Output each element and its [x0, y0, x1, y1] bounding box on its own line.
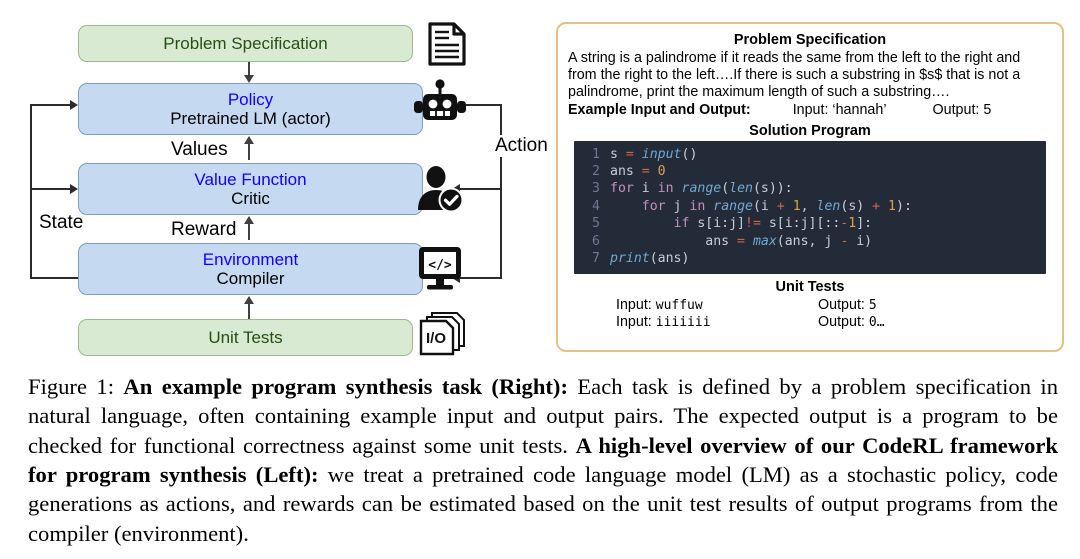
code-line-number: 6 — [592, 233, 600, 249]
problem-specification-heading: Problem Specification — [733, 32, 887, 48]
code-line-content: print(ans) — [610, 251, 690, 267]
unit-tests-heading: Unit Tests — [775, 278, 845, 295]
problem-specification-body: A string is a palindrome if it reads the… — [568, 50, 1021, 100]
edge-unittests-to-env-arrowhead — [244, 296, 254, 304]
edge-unittests-to-env-line — [248, 303, 250, 319]
example-input-output-row: Example Input and Output: Input: ‘hannah… — [568, 102, 1052, 118]
unit-test-output-value: 5 — [868, 297, 877, 313]
code-line-number: 4 — [592, 198, 600, 214]
unit-test-output-label: Output: — [818, 296, 869, 313]
action-path-to-env-segment — [458, 277, 502, 279]
node-problem-specification-title: Problem Specification — [163, 33, 328, 53]
code-line: 1 s = input() — [574, 146, 1046, 163]
edge-values-arrowhead — [244, 136, 254, 144]
node-environment[interactable]: Environment Compiler — [78, 243, 423, 295]
state-to-policy-arrowhead — [70, 100, 78, 110]
edge-label-state: State — [36, 212, 87, 234]
node-problem-specification[interactable]: Problem Specification — [78, 25, 413, 62]
critic-person-check-icon — [412, 164, 466, 221]
unit-test-input: Input: wuffuw — [568, 297, 818, 313]
code-line-number: 2 — [592, 164, 600, 179]
caption-figure-label: Figure 1: — [28, 374, 114, 399]
code-line-content: s = input() — [610, 146, 698, 162]
io-label: I/O — [426, 330, 446, 347]
action-path-to-value-segment — [458, 188, 502, 190]
unit-test-output: Output: 5 — [818, 297, 877, 313]
code-line: 5 if s[i:j]!= s[i:j][::-1]: — [574, 215, 1046, 232]
caption-bold-left: A high-level overview of our CodeRL fram… — [28, 432, 1058, 488]
node-environment-subtitle: Compiler — [216, 269, 285, 288]
node-unit-tests[interactable]: Unit Tests — [78, 319, 413, 356]
caption-text-2: we treat a pretrained code language mode… — [28, 462, 1058, 546]
code-line: 6 ans = max(ans, j - i) — [574, 233, 1046, 250]
code-line-content: for i in range(len(s)): — [610, 181, 793, 197]
node-policy[interactable]: Policy Pretrained LM (actor) — [78, 83, 423, 135]
unit-test-input-label: Input: — [616, 296, 656, 313]
monitor-code-glyph: </> — [428, 258, 452, 273]
action-path-vertical-segment — [500, 104, 502, 278]
coderl-framework-diagram: Values Reward State Action Probl — [0, 0, 551, 368]
solution-program-heading: Solution Program — [749, 122, 871, 139]
code-line-content: ans = 0 — [610, 164, 666, 179]
edge-reward-line — [248, 223, 250, 240]
node-policy-subtitle: Pretrained LM (actor) — [170, 109, 331, 128]
node-environment-title: Environment — [202, 249, 299, 269]
action-path-top-segment — [450, 104, 502, 106]
edge-reward-arrowhead — [244, 216, 254, 224]
monitor-code-icon: </> — [414, 244, 466, 299]
state-path-vertical-segment — [30, 104, 32, 279]
code-line: 3 for i in range(len(s)): — [574, 180, 1046, 197]
code-line: 7 print(ans) — [574, 250, 1046, 267]
unit-test-input-label: Input: — [616, 313, 656, 330]
figure-1: Values Reward State Action Probl — [0, 0, 1064, 368]
io-pages-icon: I/O — [413, 310, 469, 365]
edge-label-reward: Reward — [168, 219, 240, 241]
node-value-function-subtitle: Critic — [231, 189, 270, 208]
edge-label-action: Action — [492, 135, 551, 157]
code-line: 2 ans = 0 — [574, 163, 1046, 180]
example-task-panel: Problem Specification A string is a pali… — [556, 22, 1064, 352]
state-path-bottom-segment — [30, 277, 78, 279]
state-path-to-policy-segment — [30, 104, 72, 106]
caption-bold-right: An example program synthesis task (Right… — [123, 374, 568, 399]
edge-problem-to-policy-line — [248, 62, 250, 76]
caption-text-1: Each task is defined by a problem specif… — [28, 374, 1058, 458]
example-output-value: Output: 5 — [932, 101, 992, 118]
code-line-number: 7 — [592, 251, 600, 267]
node-value-function[interactable]: Value Function Critic — [78, 163, 423, 215]
state-path-to-value-segment — [30, 188, 72, 190]
unit-test-input-value: iiiiiii — [655, 314, 711, 330]
edge-problem-to-policy-arrowhead — [244, 75, 254, 83]
unit-test-output-label: Output: — [818, 313, 869, 330]
code-line-content: if s[i:j]!= s[i:j][::-1]: — [673, 216, 873, 232]
code-line-number: 1 — [592, 146, 600, 162]
node-value-function-title: Value Function — [194, 169, 307, 189]
figure-caption: Figure 1: An example program synthesis t… — [28, 372, 1058, 548]
code-line: 4 for j in range(i + 1, len(s) + 1): — [574, 198, 1046, 215]
unit-test-output-value: 0… — [868, 314, 885, 330]
unit-test-input: Input: iiiiiii — [568, 314, 818, 330]
solution-program-code-block: 1 s = input() 2 ans = 0 3 for i in range(len(… — [574, 140, 1046, 274]
node-unit-tests-title: Unit Tests — [208, 327, 283, 347]
document-icon — [420, 18, 472, 75]
robot-icon — [412, 78, 468, 137]
unit-test-input-value: wuffuw — [655, 297, 703, 313]
edge-values-line — [248, 143, 250, 160]
unit-test-output: Output: 0… — [818, 314, 885, 330]
state-to-value-arrowhead — [70, 184, 78, 194]
code-line-content: for j in range(i + 1, len(s) + 1): — [641, 198, 912, 214]
example-input-value: Input: ‘hannah’ — [792, 101, 887, 118]
example-io-label: Example Input and Output: — [568, 101, 751, 118]
edge-label-values: Values — [168, 139, 231, 161]
code-line-number: 3 — [592, 181, 600, 197]
code-line-number: 5 — [592, 216, 600, 232]
code-line-content: ans = max(ans, j - i) — [610, 233, 873, 249]
node-policy-title: Policy — [227, 89, 274, 109]
